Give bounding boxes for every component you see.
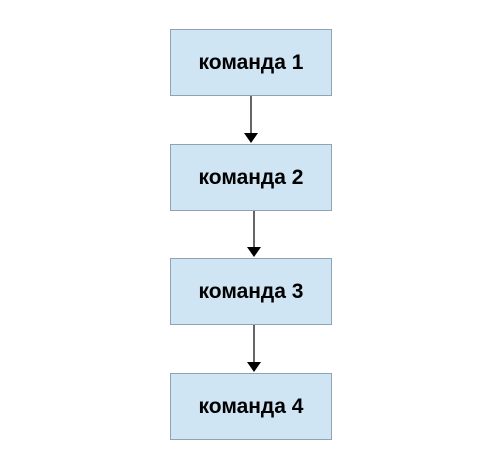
command-label-2: команда 2 [198, 165, 304, 189]
command-label-1: команда 1 [198, 50, 304, 74]
command-label-3: команда 3 [198, 279, 304, 303]
command-box-1: команда 1 [170, 29, 332, 96]
command-box-3: команда 3 [170, 258, 332, 325]
command-box-2: команда 2 [170, 144, 332, 211]
command-box-4: команда 4 [170, 373, 332, 440]
command-label-4: команда 4 [198, 394, 304, 418]
